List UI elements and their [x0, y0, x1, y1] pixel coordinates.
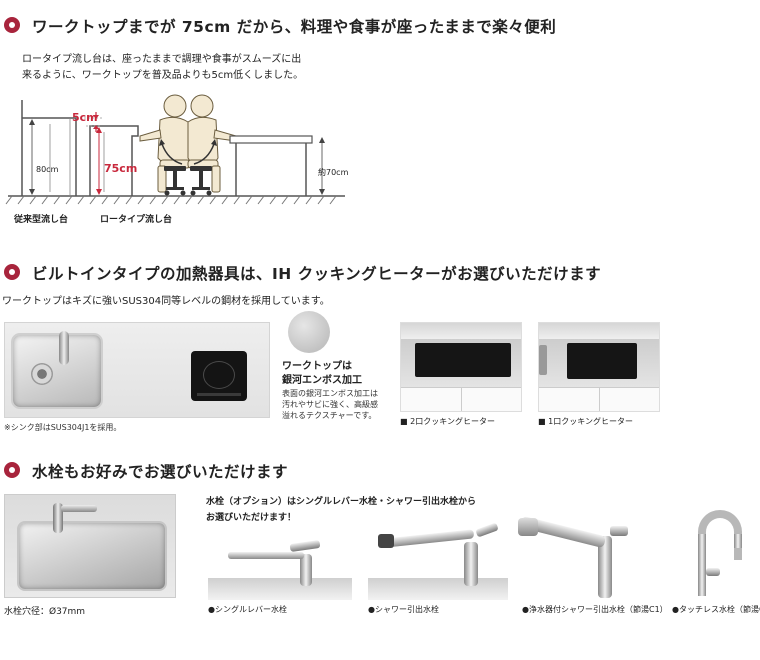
faucet-caption-single-lever: ●シングルレバー水栓: [208, 605, 287, 614]
lowtype-sink-label: ロータイプ流し台: [100, 215, 173, 225]
sink-material-note: ※シンク部はSUS304J1を採用。: [4, 423, 122, 432]
section3-desc-line1: 水栓（オプション）はシングルレバー水栓・シャワー引出水栓から: [206, 497, 477, 507]
diff-5cm-label: 5cm: [72, 111, 98, 124]
height-70cm-label: 約70cm: [318, 168, 349, 177]
sink-bowl: [11, 331, 103, 409]
faucet-hole-photo: [4, 494, 176, 598]
one-burner-heater-caption: ■ 1口クッキングヒーター: [538, 417, 633, 426]
one-burner-heater-photo: [538, 322, 660, 412]
emboss-title-line2: 銀河エンボス加工: [282, 375, 362, 386]
height-80cm-label: 80cm: [36, 165, 59, 174]
single-lever-faucet-photo: [208, 540, 352, 600]
section3-desc-line2: お選びいただけます！: [206, 513, 297, 523]
sink-bowl: [17, 521, 167, 591]
two-burner-heater-photo: [400, 322, 522, 412]
height-75cm-label: 75cm: [104, 162, 138, 175]
emboss-desc-line1: 表面の銀河エンボス加工は: [282, 389, 378, 398]
emboss-desc-line3: 溢れるテクスチャーです。: [282, 411, 377, 420]
two-burner-cooktop: [415, 343, 511, 377]
worktop-photo: [4, 322, 270, 418]
section2-desc: ワークトップはキズに強いSUS304同等レベルの鋼材を採用しています。: [2, 296, 330, 307]
faucet-caption-shower-pullout: ●シャワー引出水栓: [368, 605, 439, 614]
ih-heater-icon: [191, 351, 247, 401]
two-burner-heater-caption: ■ 2口クッキングヒーター: [400, 417, 495, 426]
touchless-faucet-photo: [672, 506, 752, 600]
section2-heading: ビルトインタイプの加熱器具は、IH クッキングヒーターがお選びいただけます: [32, 265, 602, 283]
drain-icon: [31, 363, 53, 385]
faucet-hole-caption: 水栓穴径：Ø37mm: [4, 607, 86, 617]
section-bullet-icon: [4, 17, 20, 33]
section-bullet-icon: [4, 462, 20, 478]
section1-heading: ワークトップまでが 75cm だから、料理や食事が座ったままで楽々便利: [32, 18, 557, 36]
emboss-sample-swatch: [288, 311, 330, 353]
emboss-desc-line2: 汚れやサビに強く、高級感: [282, 400, 378, 409]
purifier-shower-faucet-photo: [516, 512, 634, 600]
faucet-caption-touchless: ●タッチレス水栓（節湯C1）: [672, 605, 760, 614]
faucet-caption-purifier-shower: ●浄水器付シャワー引出水栓（節湯C1）: [522, 605, 668, 614]
faucet-icon: [53, 503, 63, 533]
one-burner-cooktop: [567, 343, 637, 379]
faucet-icon: [59, 331, 69, 365]
section-bullet-icon: [4, 264, 20, 280]
emboss-title-line1: ワークトップは: [282, 361, 352, 372]
conventional-sink-label: 従来型流し台: [14, 215, 69, 225]
height-comparison-diagram: [5, 94, 345, 205]
shower-pullout-faucet-photo: [368, 520, 508, 600]
section3-heading: 水栓もお好みでお選びいただけます: [32, 463, 289, 481]
section1-desc-line1: ロータイプ流し台は、座ったままで調理や食事がスムーズに出: [22, 54, 302, 65]
section1-desc-line2: 来るように、ワークトップを普及品よりも5cm低くしました。: [22, 70, 304, 81]
